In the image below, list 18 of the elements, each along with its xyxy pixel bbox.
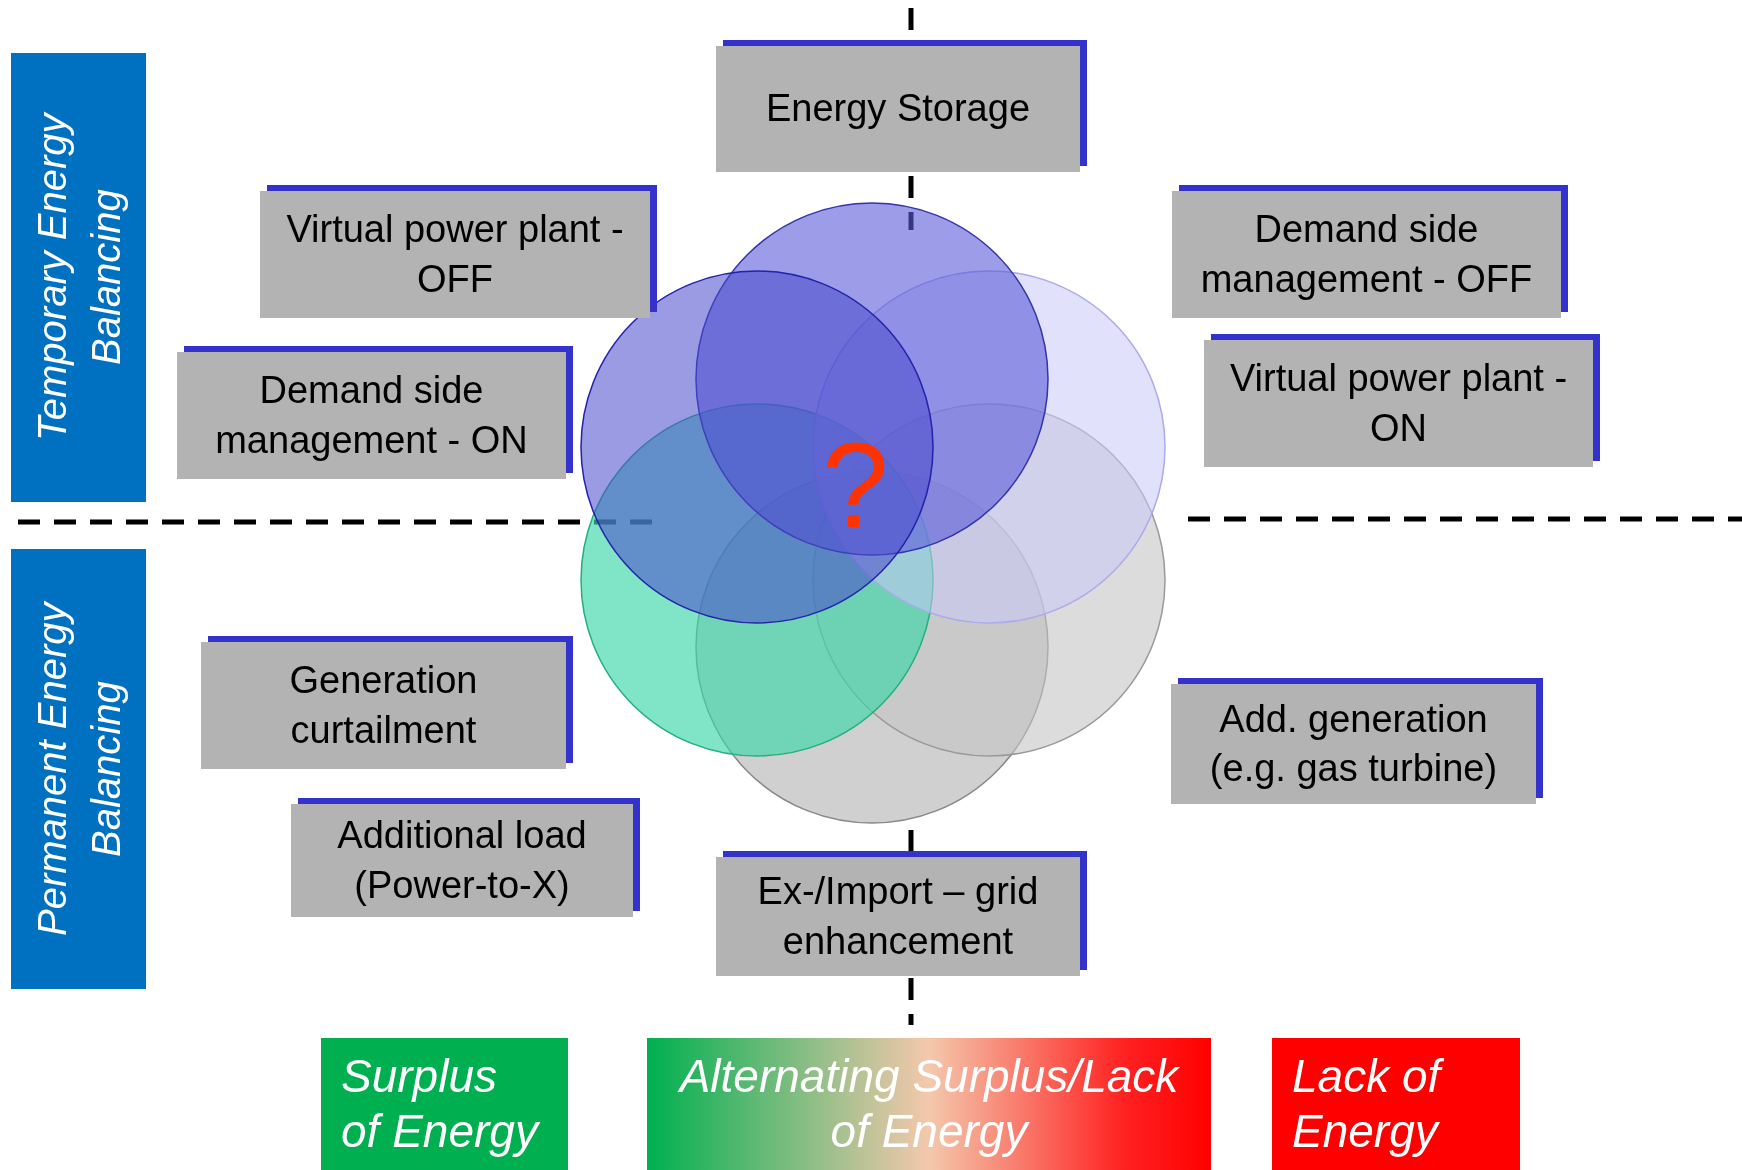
box-label: Generation curtailment bbox=[288, 658, 479, 753]
box-label: Virtual power plant - ON bbox=[1228, 356, 1569, 451]
box-label: Demand side management - OFF bbox=[1199, 207, 1534, 302]
energy-state-box bbox=[1272, 1038, 1520, 1170]
box-label: Add. generation (e.g. gas turbine) bbox=[1208, 696, 1499, 791]
box-label: Additional load (Power-to-X) bbox=[336, 813, 588, 908]
band-title: Permanent Energy Balancing bbox=[28, 600, 129, 938]
band-title: Temporary Energy Balancing bbox=[28, 112, 129, 444]
question-mark: ? bbox=[822, 425, 889, 545]
category-band bbox=[11, 53, 146, 502]
box-label: Virtual power plant - OFF bbox=[285, 207, 625, 302]
box-label: Energy Storage bbox=[765, 86, 1031, 132]
box-label: Surplus of Energy bbox=[341, 1048, 541, 1159]
energy-state-box bbox=[321, 1038, 568, 1170]
category-band bbox=[11, 549, 146, 989]
box-label: Lack of Energy bbox=[1292, 1048, 1500, 1160]
box-label: Ex-/Import – grid enhancement bbox=[756, 869, 1040, 964]
box-label: Demand side management - ON bbox=[214, 368, 529, 463]
